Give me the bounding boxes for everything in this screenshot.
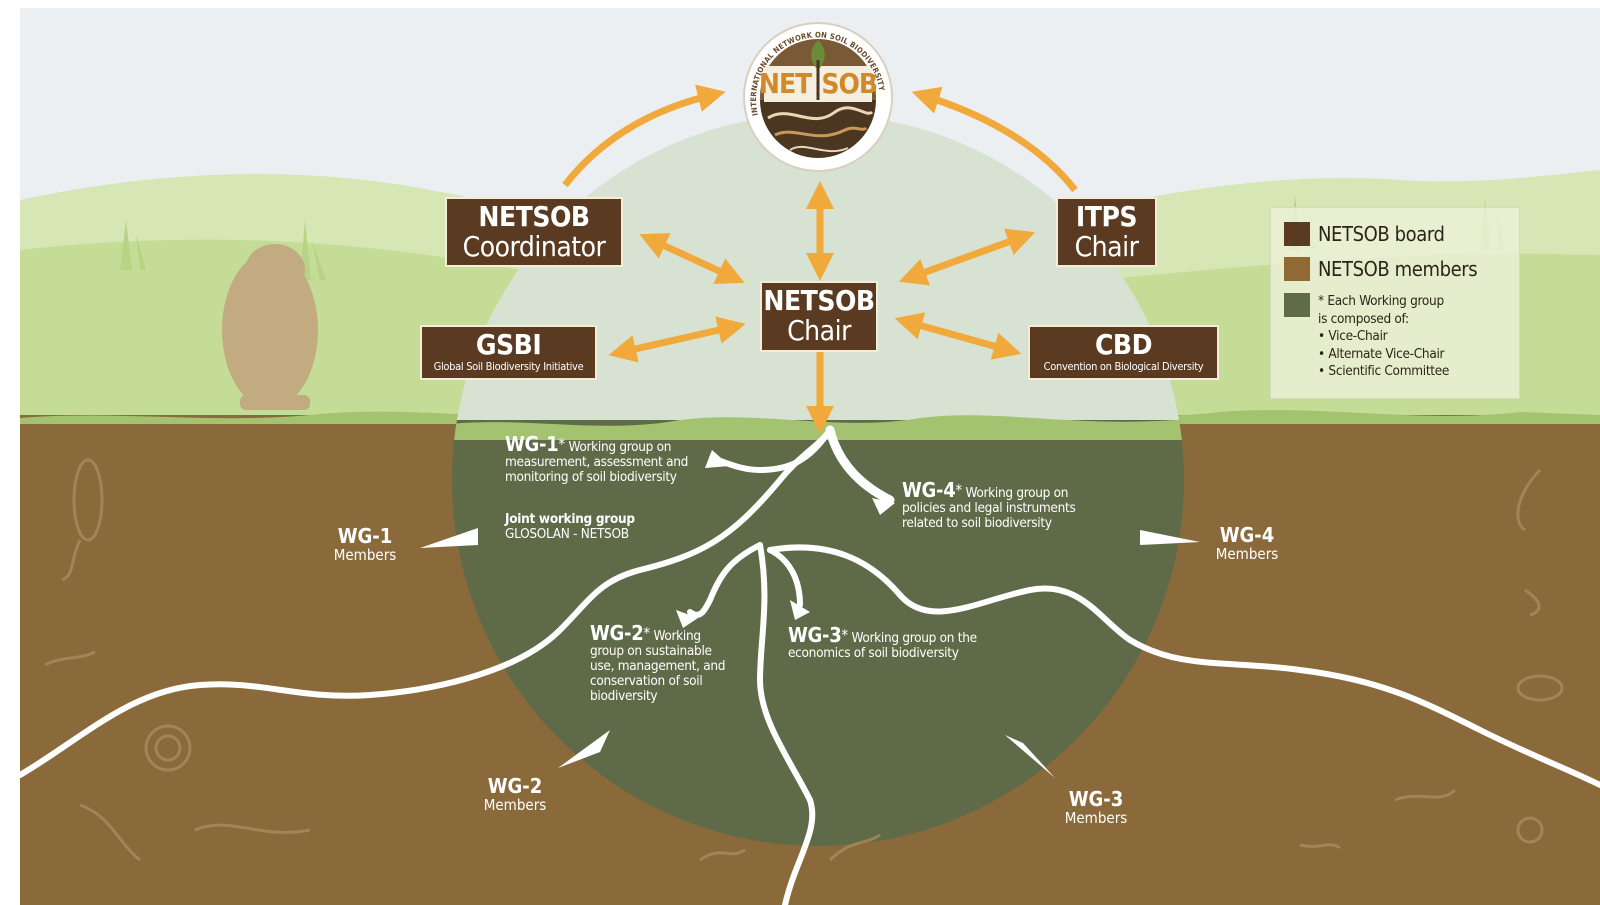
wg2-desc-4: biodiversity: [590, 688, 658, 704]
arrow-cbd-chair: [894, 312, 1022, 360]
wg2-members-code: WG-2: [487, 774, 543, 798]
arrow-coordinator-logo: [562, 84, 726, 188]
wg4-desc-2: related to soil biodiversity: [902, 515, 1052, 531]
wg1-members-code: WG-1: [337, 524, 393, 548]
root-network: [20, 425, 1600, 905]
cbd-full: Convention on Biological Diversity: [1043, 360, 1204, 373]
wg1-desc-2: monitoring of soil biodiversity: [505, 469, 677, 485]
wg2-desc-1: group on sustainable: [590, 643, 712, 659]
gsbi-abbr: GSBI: [475, 328, 542, 361]
legend: NETSOB board NETSOB members * Each Worki…: [1270, 207, 1520, 399]
wg2-code: WG-2: [590, 621, 644, 645]
legend-wg-swatch: [1284, 293, 1310, 317]
coordinator-line2: Coordinator: [462, 230, 606, 263]
itps-line1: ITPS: [1075, 200, 1138, 233]
logo-wordmark-left: NET: [758, 67, 812, 100]
legend-star: *: [1318, 293, 1324, 309]
legend-members-swatch: [1284, 257, 1310, 281]
wg1-star: *: [558, 435, 565, 453]
arrow-gsbi-chair: [608, 316, 746, 363]
wg4-star: *: [955, 481, 962, 499]
wg4-members-code: WG-4: [1219, 523, 1275, 547]
logo-wordmark: NET SOB: [758, 68, 878, 100]
joint-title: Joint working group: [505, 511, 635, 527]
wg1-desc-1: measurement, assessment and: [505, 454, 689, 470]
wg3-description: WG-3* Working group on the economics of …: [788, 625, 1028, 661]
netsob-logo: [743, 22, 893, 172]
legend-item-2: Alternate Vice-Chair: [1328, 345, 1445, 362]
coordinator-box: NETSOB Coordinator: [445, 197, 623, 267]
logo-wordmark-right: SOB: [821, 67, 878, 100]
wg1-code: WG-1: [505, 432, 559, 456]
coordinator-line1: NETSOB: [478, 200, 590, 233]
legend-board-label: NETSOB board: [1318, 222, 1445, 246]
joint-working-group: Joint working group GLOSOLAN - NETSOB: [505, 512, 705, 542]
legend-board-row: NETSOB board: [1284, 222, 1445, 246]
legend-item-1: Vice-Chair: [1328, 328, 1388, 344]
wg1-members-label: Members: [333, 546, 397, 564]
wg3-members-label: Members: [1064, 809, 1128, 827]
wg2-members-label: Members: [483, 796, 547, 814]
legend-item-3: Scientific Committee: [1328, 363, 1450, 379]
wg2-desc-2: use, management, and: [590, 658, 726, 674]
itps-line2: Chair: [1074, 230, 1139, 263]
wg2-desc-3: conservation of soil: [590, 673, 703, 689]
wg4-title: Working group on: [965, 485, 1069, 501]
wg3-code: WG-3: [788, 623, 842, 647]
wg3-desc-1: economics of soil biodiversity: [788, 645, 959, 661]
legend-members-label: NETSOB members: [1318, 257, 1478, 281]
joint-sub: GLOSOLAN - NETSOB: [505, 526, 629, 542]
gsbi-full: Global Soil Biodiversity Initiative: [433, 360, 584, 373]
wg1-members: WG-1 Members: [325, 525, 405, 564]
cbd-box: CBD Convention on Biological Diversity: [1028, 325, 1219, 380]
legend-members-row: NETSOB members: [1284, 257, 1478, 281]
legend-note-1: Each Working group: [1327, 293, 1444, 309]
wg4-desc-1: policies and legal instruments: [902, 500, 1076, 516]
legend-note-2: is composed of:: [1318, 310, 1409, 327]
wg4-members: WG-4 Members: [1207, 524, 1287, 563]
member-pointers: [420, 528, 1200, 778]
soil-critters: [44, 458, 1564, 862]
wg4-members-label: Members: [1215, 545, 1279, 563]
legend-wg-row: * Each Working group is composed of: • V…: [1284, 293, 1449, 381]
wg1-title: Working group on: [568, 439, 672, 455]
logo-ring-textpath: INTERNATIONAL NETWORK ON SOIL BIODIVERSI…: [749, 30, 886, 116]
chair-line2: Chair: [787, 314, 851, 347]
wg3-members-code: WG-3: [1068, 787, 1124, 811]
netsob-chair-box: NETSOB Chair: [760, 281, 878, 352]
arrow-itps-chair: [898, 228, 1036, 286]
arrow-itps-logo: [911, 86, 1078, 193]
relation-arrows: [562, 84, 1078, 434]
cbd-abbr: CBD: [1094, 328, 1153, 361]
wg2-title: Working: [653, 628, 701, 644]
wg4-code: WG-4: [902, 478, 956, 502]
wg2-members: WG-2 Members: [475, 775, 555, 814]
root-arrowheads: [676, 450, 895, 628]
svg-text:INTERNATIONAL NETWORK ON SOIL: INTERNATIONAL NETWORK ON SOIL BIODIVERSI…: [749, 30, 887, 116]
wg2-star: *: [643, 624, 650, 642]
wg2-description: WG-2* Working group on sustainable use, …: [590, 623, 760, 704]
logo-ring-text: INTERNATIONAL NETWORK ON SOIL BIODIVERSI…: [749, 30, 887, 116]
wg3-star: *: [841, 626, 848, 644]
wg3-title: Working group on the: [851, 630, 977, 646]
wg1-description: WG-1* Working group on measurement, asse…: [505, 434, 735, 485]
legend-wg-note: * Each Working group is composed of: • V…: [1318, 293, 1450, 379]
gsbi-box: GSBI Global Soil Biodiversity Initiative: [420, 325, 597, 380]
wg3-members: WG-3 Members: [1056, 788, 1136, 827]
chair-line1: NETSOB: [763, 284, 875, 317]
itps-chair-box: ITPS Chair: [1056, 197, 1157, 267]
marmot-silhouette: [222, 244, 318, 410]
wg4-description: WG-4* Working group on policies and lega…: [902, 480, 1142, 531]
arrow-coordinator-chair: [639, 233, 745, 284]
legend-board-swatch: [1284, 222, 1310, 246]
